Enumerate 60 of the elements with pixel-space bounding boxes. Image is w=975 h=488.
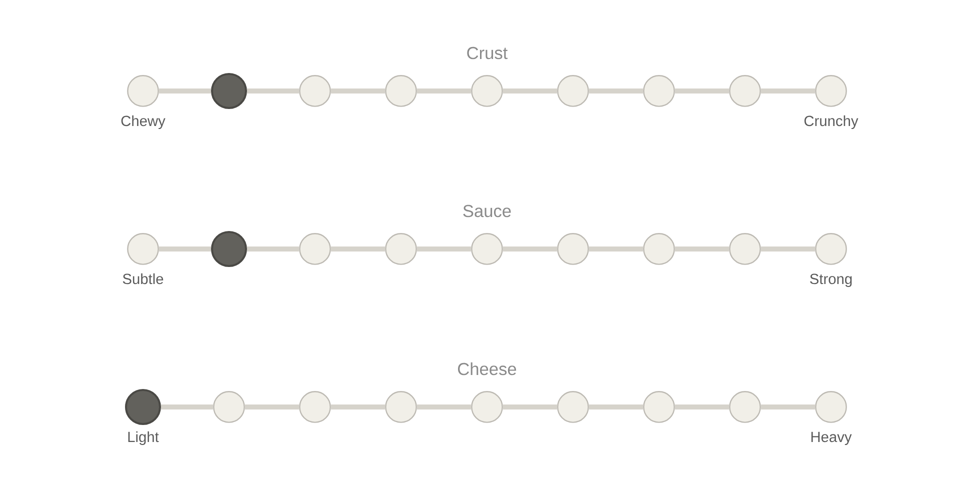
scale-dot [557, 233, 589, 265]
track-segment [247, 88, 300, 94]
scale-dot [471, 75, 503, 107]
scale-dot [643, 75, 675, 107]
scale-dot [815, 391, 847, 423]
track-segment [330, 404, 386, 410]
scale-dot [471, 233, 503, 265]
track-segment [760, 246, 816, 252]
scale-dot [557, 391, 589, 423]
track-segment [588, 404, 644, 410]
selected-dot [125, 388, 161, 425]
track-segment [158, 246, 211, 252]
track-segment [161, 404, 214, 410]
selected-dot [211, 230, 247, 267]
scale-end-label: Subtle [122, 273, 164, 284]
scale-dot [557, 75, 589, 107]
track-segment [416, 88, 472, 94]
scale-dot [385, 75, 417, 107]
scale-dot [385, 233, 417, 265]
scale-dot [643, 233, 675, 265]
scale-end-label: Heavy [811, 432, 852, 446]
track-segment [330, 246, 386, 252]
track-segment [158, 88, 211, 94]
track-segment [674, 88, 730, 94]
scale-dot [127, 75, 159, 107]
scale-dot [127, 233, 159, 265]
track-segment [674, 404, 730, 410]
scale-end-label: Strong [810, 274, 852, 288]
scale-dot [815, 233, 847, 265]
track-segment [588, 88, 644, 94]
track-segment [760, 88, 816, 94]
track-segment [502, 404, 558, 410]
scale-title: Crust [467, 46, 508, 60]
selected-dot [211, 73, 247, 109]
track-segment [416, 404, 472, 410]
scale-title: Cheese [458, 362, 516, 376]
track-segment [244, 404, 300, 410]
track-segment [502, 88, 558, 94]
scale-dot [815, 75, 847, 107]
scale-dot [643, 391, 675, 423]
track-segment [247, 246, 300, 252]
scale-end-label: Chewy [121, 115, 166, 130]
scale-end-label: Light [128, 431, 159, 446]
scale-dot [385, 391, 417, 423]
track-segment [760, 404, 816, 410]
scale-dot [299, 233, 331, 265]
scale-dot [299, 391, 331, 423]
track-segment [330, 88, 386, 94]
scale-dot [729, 391, 761, 423]
track-segment [674, 246, 730, 252]
scale-end-label: Crunchy [804, 115, 858, 130]
track-segment [588, 246, 644, 252]
scale-dot [729, 233, 761, 265]
track-segment [502, 246, 558, 252]
scale-dot [299, 75, 331, 107]
track-segment [416, 246, 472, 252]
scale-dot [729, 75, 761, 107]
scale-dot [471, 391, 503, 423]
scale-title: Sauce [463, 204, 511, 218]
scale-dot [213, 391, 245, 423]
